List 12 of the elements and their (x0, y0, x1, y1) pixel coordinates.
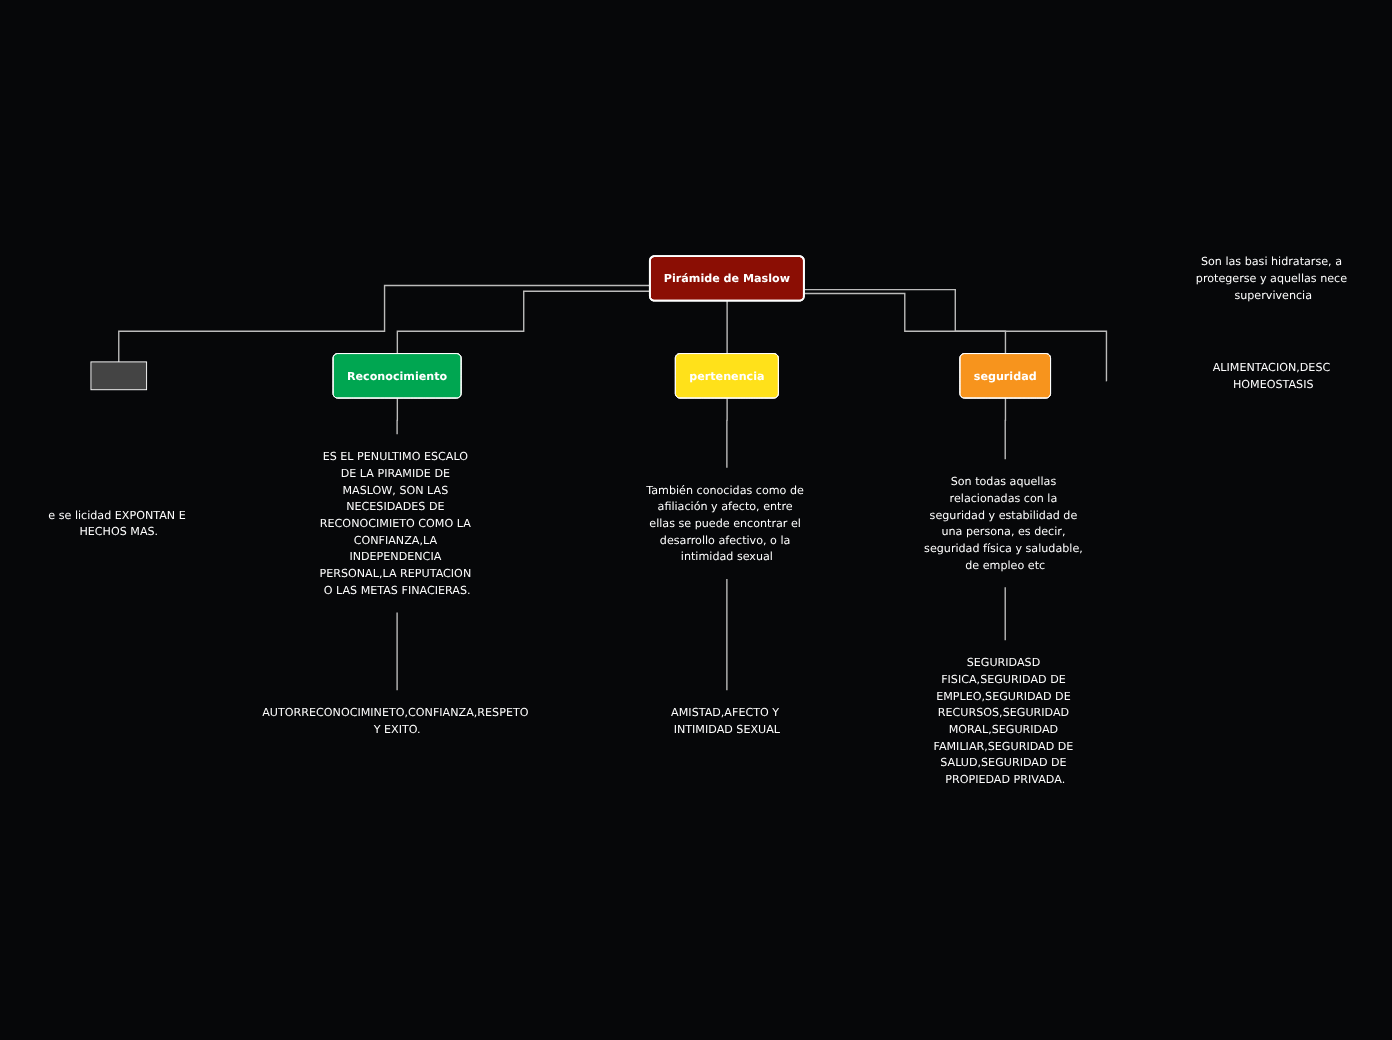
connector (396, 289, 652, 355)
connector (396, 397, 399, 435)
connector (726, 577, 728, 691)
connector (803, 288, 1108, 382)
node-box (90, 360, 148, 390)
connector (1004, 586, 1006, 641)
connector (803, 292, 1007, 355)
connector (1004, 397, 1007, 460)
connector (726, 299, 729, 355)
connector (726, 397, 729, 468)
connector (396, 611, 398, 691)
connector (118, 284, 652, 363)
